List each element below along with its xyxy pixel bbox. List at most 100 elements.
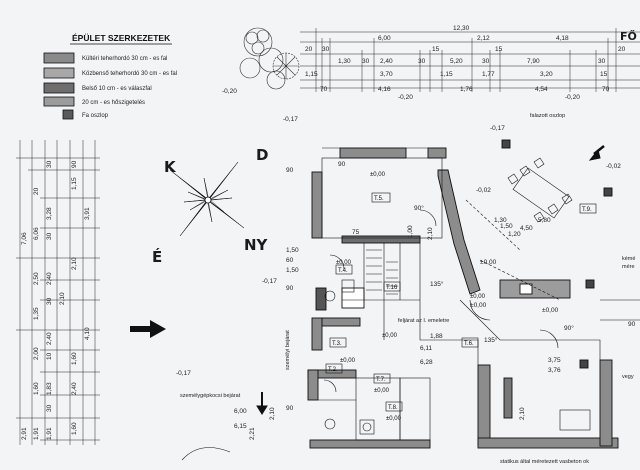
legend-swatch-partition — [43, 82, 75, 94]
level-mark: ±0,00 — [470, 302, 487, 309]
dim-label: 1,83 — [46, 382, 53, 395]
dim-label: 6,00 — [234, 408, 247, 415]
room-level: ±0,00 — [382, 333, 398, 339]
building-walls — [307, 139, 619, 449]
room-id: T.7. — [376, 377, 386, 383]
room-id: T.6. — [464, 341, 474, 347]
dim-label: 90 — [286, 405, 294, 412]
dim-label: 1,15 — [71, 177, 78, 190]
dim-label: 1,30 — [494, 217, 507, 224]
dim-label: 30 — [46, 160, 53, 168]
legend-swatch-insulation — [43, 96, 75, 107]
level-mark: -0,02 — [476, 187, 491, 194]
dim-total: 12,30 — [453, 25, 470, 32]
partition — [341, 235, 421, 244]
dim-label: 20 — [33, 187, 40, 195]
dim-label: 30 — [598, 58, 606, 65]
dim-label: 2,10 — [71, 257, 78, 270]
mere-label: mére — [622, 264, 635, 270]
dim-label: 3,70 — [380, 71, 393, 78]
dim-label: 1,15 — [440, 71, 453, 78]
garage-entrance-label: személygépkocsi bejárat — [180, 393, 241, 399]
falazott-oszlop-label: falazott oszlop — [530, 113, 565, 119]
dim-label: 60 — [286, 257, 294, 264]
plan-dimensions: 90 1,50 90 60 1,50 75 90 2,10 1,00 1,30 … — [176, 125, 636, 440]
dim-label: 2,10 — [269, 407, 276, 420]
dim-label: 3,91 — [84, 207, 91, 220]
dim-label: 4,16 — [378, 86, 391, 93]
dim-label: 4,18 — [556, 35, 569, 42]
level-mark: -0,17 — [176, 370, 191, 377]
dim-label: 5,20 — [450, 58, 463, 65]
dim-label: 2,10 — [519, 407, 526, 420]
dim-label: 1,77 — [482, 71, 495, 78]
dim-label: 1,50 — [500, 223, 513, 230]
level-mark: ±0,00 — [542, 307, 559, 314]
tree-icon — [239, 57, 261, 79]
dim-label: 1,88 — [430, 333, 443, 340]
level-mark: -0,17 — [262, 278, 277, 285]
arrows — [256, 145, 605, 415]
wall — [339, 147, 407, 159]
legend-item: Belső 10 cm - es válaszfal — [43, 82, 152, 94]
dim-label: 2,40 — [46, 332, 53, 345]
dim-label: 2,40 — [380, 58, 393, 65]
wall — [311, 171, 323, 239]
legend-label: Közbenső teherhordó 30 cm - es fal — [82, 71, 177, 77]
compass-k: K — [164, 158, 177, 176]
legend-swatch-outer-wall — [43, 52, 75, 64]
dim-label: 1,50 — [286, 267, 299, 274]
dim-label: 90 — [286, 285, 294, 292]
dim-label: 7,06 — [21, 232, 28, 245]
left-dimension-labels: 7,06 6,06 20 2,50 1,35 2,00 1,60 2,91 1,… — [21, 160, 91, 440]
legend-item: 20 cm - es hőszigetelés — [43, 96, 145, 107]
wall — [477, 364, 491, 446]
dim-label: 6,15 — [234, 423, 247, 430]
dim-label: 2,12 — [477, 35, 490, 42]
dim-label: 90 — [71, 160, 78, 168]
dim-label: 6,00 — [378, 35, 391, 42]
dim-label: 90 — [628, 321, 636, 328]
dim-label: 2,40 — [71, 382, 78, 395]
dim-label: 15 — [600, 71, 608, 78]
left-dimension-chains — [16, 140, 100, 445]
legend-label: Kültéri teherhordó 30 cm - es fal — [82, 56, 167, 62]
dim-label: 30 — [46, 232, 53, 240]
room-id: T.4. — [338, 268, 348, 274]
top-dimension-chains — [300, 28, 640, 92]
level-mark: -0,20 — [565, 94, 580, 101]
dim-label: 30 — [46, 297, 53, 305]
dim-label: 4,10 — [84, 327, 91, 340]
dim-label: 2,21 — [249, 427, 256, 440]
tree-icon — [243, 27, 273, 57]
legend-item: Közbenső teherhordó 30 cm - es fal — [43, 67, 177, 79]
dim-label: 20 — [618, 46, 626, 53]
dim-label: 3,76 — [548, 367, 561, 374]
room-id: T.5. — [374, 196, 384, 202]
legend-label: Fa oszlop — [82, 113, 109, 119]
dim-label: 1,91 — [33, 427, 40, 440]
room-level: ±0,00 — [370, 172, 386, 178]
plan-labels: falazott oszlop feljárat az I. emeletre … — [180, 113, 635, 465]
dim-label: 4,54 — [535, 86, 548, 93]
legend-label: Belső 10 cm - es válaszfal — [82, 86, 152, 92]
personal-entrance-label: személyi bejárat — [285, 330, 291, 370]
level-mark: -0,02 — [606, 163, 621, 170]
dim-label: 30 — [322, 46, 330, 53]
legend: ÉPÜLET SZERKEZETEK Kültéri teherhordó 30… — [43, 33, 177, 120]
room-level: ±0,00 — [336, 260, 352, 266]
compass-ny: NY — [244, 236, 269, 254]
dim-label: 4,50 — [520, 225, 533, 232]
dim-label: 1,20 — [508, 231, 521, 238]
room-id: T.2. — [328, 367, 338, 373]
angle-label: 90° — [564, 324, 574, 332]
tree-icon — [266, 70, 286, 90]
room-level: ±0,00 — [386, 416, 402, 422]
legend-item: Kültéri teherhordó 30 cm - es fal — [43, 52, 167, 64]
dim-label: 3,75 — [548, 357, 561, 364]
level-mark: -0,20 — [222, 88, 237, 95]
legend-swatch-wood-column — [62, 109, 74, 120]
dim-label: 15 — [432, 46, 440, 53]
dim-label: 2,10 — [427, 227, 434, 240]
legend-label: 20 cm - es hőszigetelés — [82, 100, 145, 106]
